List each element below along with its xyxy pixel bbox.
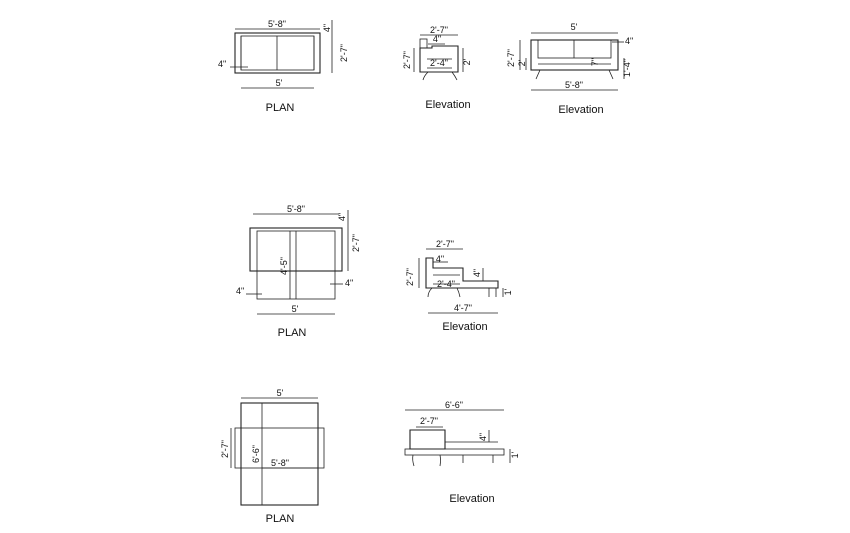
sofa-front-elevation-1: 5' 4" 2'-7" 2' 1'-4" 7" 5'-8" Elevation [506,22,633,116]
dim-left: 4" [218,59,226,69]
dim-bottom: 5'-8" [565,80,583,90]
dim-arm-top: 4" [337,213,347,221]
dim-inner: 7" [590,58,600,66]
dim-arm: 4" [433,34,441,44]
sofa-side-elevation-2: 2'-7" 4" 2'-7" 2'-4" 4" 1' 4'-7" Elevati… [405,239,513,333]
dim-seat: 2'-4" [430,58,448,68]
dim-top: 5'-8" [287,204,305,214]
dim-leg: 1'-4" [622,59,632,77]
dim-leg: 1' [503,288,513,295]
dim-arm: 4" [436,254,444,264]
dim-left: 2'-7" [402,51,412,69]
dim-right: 2' [462,58,472,65]
dim-center: 6'-6" [251,445,261,463]
dim-left: 2'-7" [405,268,415,286]
dim-right-arm: 4" [625,36,633,46]
dim-ext: 4" [478,433,488,441]
dim-center: 4'-5" [279,257,289,275]
elevation-caption: Elevation [449,493,494,505]
dim-bottom: 5' [292,304,299,314]
dim-top: 6'-6" [445,400,463,410]
sofa-side-elevation-1: 2'-7" 4" 2'-7" 2' 2'-4" Elevation [402,25,472,111]
dim-ext: 4" [472,269,482,277]
dim-left: 2'-7" [220,440,230,458]
dim-back: 2'-7" [420,416,438,426]
dim-side: 2'-7" [351,234,361,252]
elevation-caption: Elevation [425,99,470,111]
dim-right: 4" [345,278,353,288]
dim-top: 5'-8" [268,19,286,29]
sofa-plan-3: 5' 2'-7" 6'-6" 5'-8" PLAN [220,388,325,525]
dim-seat: 2'-4" [437,279,455,289]
plan-caption: PLAN [266,102,295,114]
dim-inner: 5'-8" [271,458,289,468]
elevation-caption: Elevation [558,104,603,116]
sofa-plan-2: 5'-8" 4" 2'-7" 4'-5" 4" 4" 5' PLAN [236,204,361,339]
dim-bottom: 5' [276,78,283,88]
dim-leg: 1' [510,451,520,458]
dim-left-inner: 2' [517,59,527,66]
dim-bottom: 4'-7" [454,303,472,313]
dim-arm-top: 4" [322,24,332,32]
plan-caption: PLAN [266,513,295,525]
sofa-plan-1: 5'-8" 4" 2'-7" 4" 5' PLAN [218,19,349,114]
dim-left: 4" [236,286,244,296]
dim-top: 2'-7" [436,239,454,249]
dim-left-outer: 2'-7" [506,49,516,67]
dim-top: 2'-7" [430,25,448,35]
sofa-side-elevation-3: 6'-6" 2'-7" 4" 1' Elevation [404,400,520,505]
dim-side: 2'-7" [339,44,349,62]
dim-top: 5' [277,388,284,398]
plan-caption: PLAN [278,327,307,339]
dim-top: 5' [571,22,578,32]
elevation-caption: Elevation [442,321,487,333]
